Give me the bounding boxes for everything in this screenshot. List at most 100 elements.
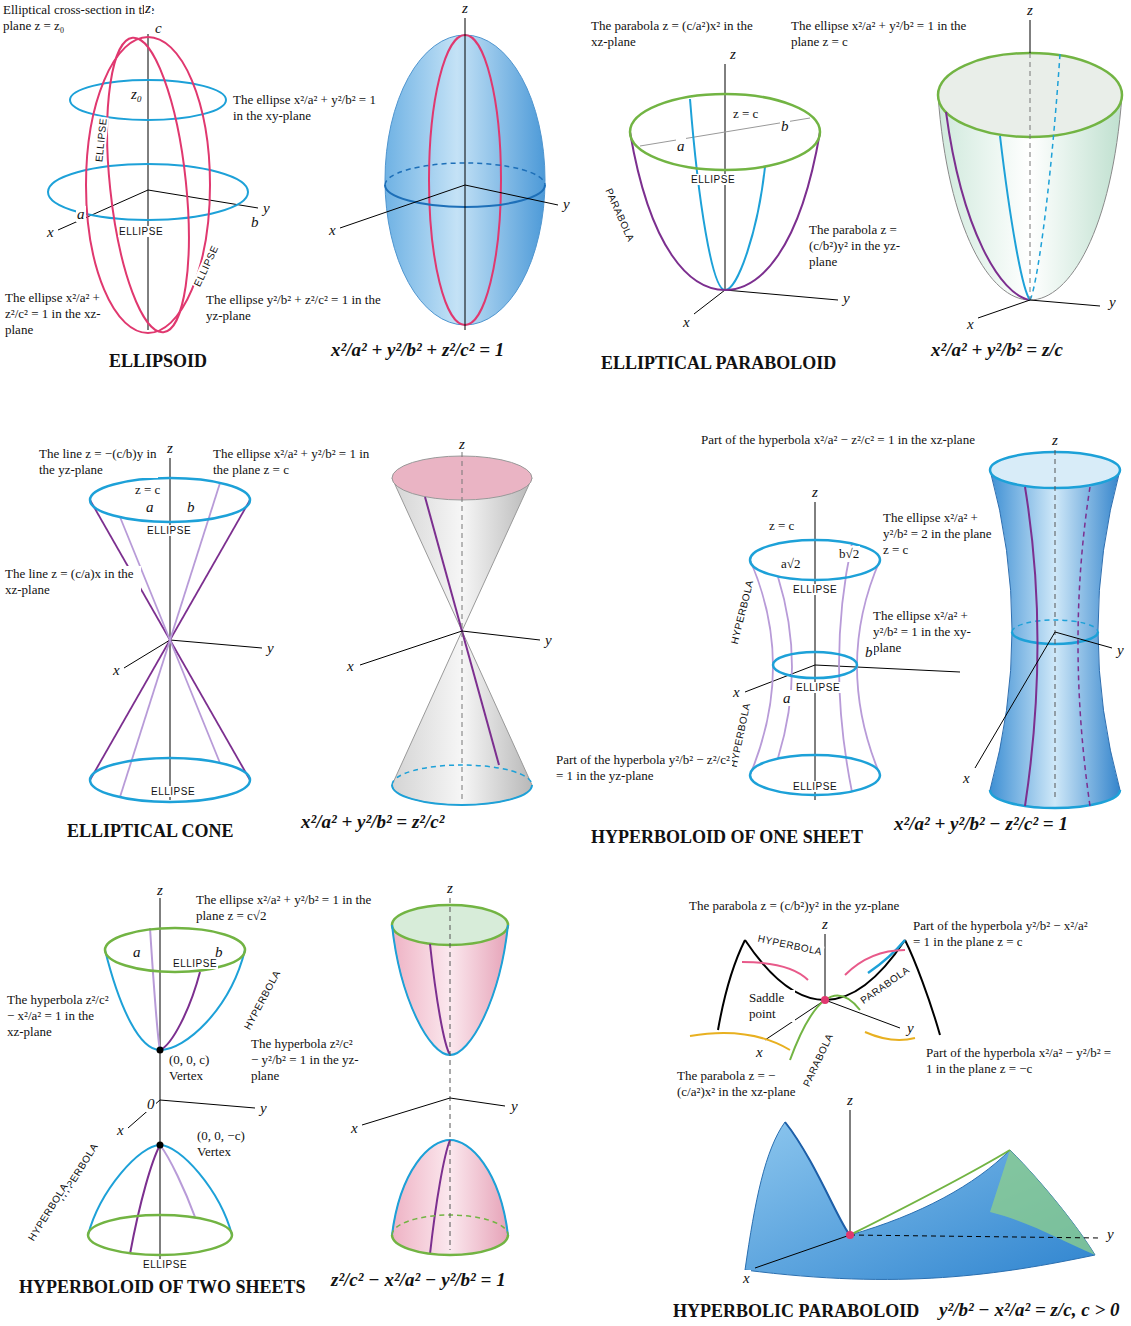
axis-label: z bbox=[446, 880, 454, 896]
axis-label: y bbox=[259, 1100, 268, 1116]
axis-label: z bbox=[821, 916, 829, 932]
axis-label: z bbox=[144, 0, 152, 16]
curve-label: PARABOLA bbox=[858, 964, 913, 1007]
axis-label: y bbox=[544, 632, 553, 648]
annotation: The parabola z = (c/a²)x² in the xz-plan… bbox=[590, 18, 772, 50]
surface-title: HYPERBOLOID OF TWO SHEETS bbox=[18, 1276, 307, 1298]
equation: z²/c² − x²/a² − y²/b² = 1 bbox=[330, 1268, 507, 1292]
curve-label: ELLIPSE bbox=[795, 682, 841, 693]
axis-label: z bbox=[461, 0, 469, 16]
surface-title: HYPERBOLOID OF ONE SHEET bbox=[590, 826, 864, 848]
axis-label: x bbox=[328, 222, 337, 238]
annotation: Saddle point bbox=[748, 990, 795, 1022]
annotation: Elliptical cross-section in the plane z … bbox=[2, 2, 159, 34]
annotation: z = c bbox=[134, 482, 161, 498]
curve-label: ELLIPSE bbox=[172, 958, 218, 969]
surface-title: HYPERBOLIC PARABOLOID bbox=[672, 1300, 920, 1322]
axis-label: x bbox=[966, 316, 975, 332]
axis-label: x bbox=[755, 1044, 764, 1060]
curve-label: ELLIPSE bbox=[93, 117, 109, 164]
curve-label: ELLIPSE bbox=[150, 786, 196, 797]
axis-label: b bbox=[250, 214, 260, 230]
curve-label: HYPERBOLA bbox=[25, 1180, 70, 1243]
axis-label: x bbox=[112, 662, 121, 678]
annotation: z = c bbox=[732, 106, 759, 122]
axis-label: z bbox=[1051, 432, 1059, 448]
equation: y²/b² − x²/a² = z/c, c > 0 bbox=[938, 1298, 1120, 1322]
axis-label: z₀ bbox=[130, 86, 143, 102]
annotation: The ellipse x²/a² + y²/b² = 2 in the pla… bbox=[882, 510, 994, 558]
annotation: (0, 0, −c) Vertex bbox=[196, 1128, 270, 1160]
annotation: z = c bbox=[768, 518, 795, 534]
axis-label: y bbox=[842, 290, 851, 306]
curve-label: ELLIPSE bbox=[146, 525, 192, 536]
curve-label: ELLIPSE bbox=[792, 781, 838, 792]
curve-label: ELLIPSE bbox=[142, 1259, 188, 1270]
axis-label: x bbox=[46, 224, 55, 240]
axis-label: x bbox=[350, 1120, 359, 1136]
axis-label: a bbox=[676, 138, 686, 154]
annotation: The parabola z = −(c/a²)x² in the xz-pla… bbox=[676, 1068, 798, 1100]
axis-label: z bbox=[156, 882, 164, 898]
equation: x²/a² + y²/b² + z²/c² = 1 bbox=[330, 338, 505, 362]
annotation: The hyperbola z²/c² − x²/a² = 1 in the x… bbox=[6, 992, 113, 1040]
surface-title: ELLIPTICAL PARABOLOID bbox=[600, 352, 837, 374]
axis-label: b bbox=[864, 644, 874, 660]
surface-title: ELLIPTICAL CONE bbox=[66, 820, 235, 842]
surface-title: ELLIPSOID bbox=[108, 350, 208, 372]
annotation: The ellipse x²/a² + y²/b² = 1 in the pla… bbox=[195, 892, 382, 924]
axis-label: y bbox=[266, 640, 275, 656]
axis-label: y bbox=[1106, 1226, 1115, 1242]
axis-label: 0 bbox=[146, 1096, 156, 1112]
annotation: The ellipse x²/a² + y²/b² = 1 in the xy-… bbox=[232, 92, 379, 124]
annotation: The ellipse x²/a² + y²/b² = 1 in the pla… bbox=[212, 446, 386, 478]
annotation: The hyperbola z²/c² − y²/b² = 1 in the y… bbox=[250, 1036, 364, 1084]
axis-label: z bbox=[166, 440, 174, 456]
axis-label: y bbox=[1108, 294, 1117, 310]
curve-label: ELLIPSE bbox=[690, 174, 736, 185]
axis-label: x bbox=[346, 658, 355, 674]
annotation: The ellipse x²/a² + y²/b² = 1 in the xy-… bbox=[872, 608, 989, 656]
curve-label: HYPERBOLA bbox=[728, 578, 755, 646]
curve-label: ELLIPSE bbox=[118, 226, 164, 237]
annotation: Part of the hyperbola x²/a² − z²/c² = 1 … bbox=[700, 432, 976, 448]
curve-label: PARABOLA bbox=[801, 1031, 836, 1089]
axis-label: a bbox=[76, 206, 86, 222]
axis-label: y bbox=[510, 1098, 519, 1114]
equation: x²/a² + y²/b² = z²/c² bbox=[300, 810, 445, 834]
axis-label: x bbox=[682, 314, 691, 330]
annotation: Part of the hyperbola x²/a² − y²/b² = 1 … bbox=[925, 1045, 1117, 1077]
axis-label: z bbox=[1026, 2, 1034, 18]
axis-label: a bbox=[132, 944, 142, 960]
equation: x²/a² + y²/b² − z²/c² = 1 bbox=[893, 812, 1069, 836]
annotation: The ellipse x²/a² + z²/c² = 1 in the xz-… bbox=[4, 290, 102, 338]
curve-label: HYPERBOLA bbox=[241, 968, 282, 1033]
annotation: Part of the hyperbola y²/b² − x²/a² = 1 … bbox=[912, 918, 1089, 950]
axis-label: y bbox=[906, 1020, 915, 1036]
axis-label: z bbox=[458, 436, 466, 452]
axis-label: a bbox=[782, 690, 792, 706]
axis-label: x bbox=[962, 770, 971, 786]
axis-label: x bbox=[116, 1122, 125, 1138]
curve-label: HYPERBOLA bbox=[756, 933, 824, 958]
annotation: a√2 bbox=[780, 556, 801, 572]
axis-label: z bbox=[811, 484, 819, 500]
axis-label: x bbox=[732, 684, 741, 700]
annotation: The line z = (c/a)x in the xz-plane bbox=[4, 566, 141, 598]
axis-label: a bbox=[145, 499, 155, 515]
axis-label: z bbox=[846, 1092, 854, 1108]
axis-label: b bbox=[780, 118, 790, 134]
annotation: The parabola z = (c/b²)y² in the yz-plan… bbox=[688, 898, 900, 914]
curve-label: PARABOLA bbox=[603, 186, 637, 245]
annotation: The line z = −(c/b)y in the yz-plane bbox=[38, 446, 158, 478]
equation: x²/a² + y²/b² = z/c bbox=[930, 338, 1064, 362]
axis-label: y bbox=[262, 200, 271, 216]
curve-label: ELLIPSE bbox=[191, 243, 220, 289]
axis-label: y bbox=[1116, 642, 1125, 658]
annotation: The ellipse x²/a² + y²/b² = 1 in the pla… bbox=[790, 18, 977, 50]
curve-label: ELLIPSE bbox=[792, 584, 838, 595]
annotation: The ellipse y²/b² + z²/c² = 1 in the yz-… bbox=[205, 292, 385, 324]
axis-label: b bbox=[186, 499, 196, 515]
axis-label: y bbox=[562, 196, 571, 212]
